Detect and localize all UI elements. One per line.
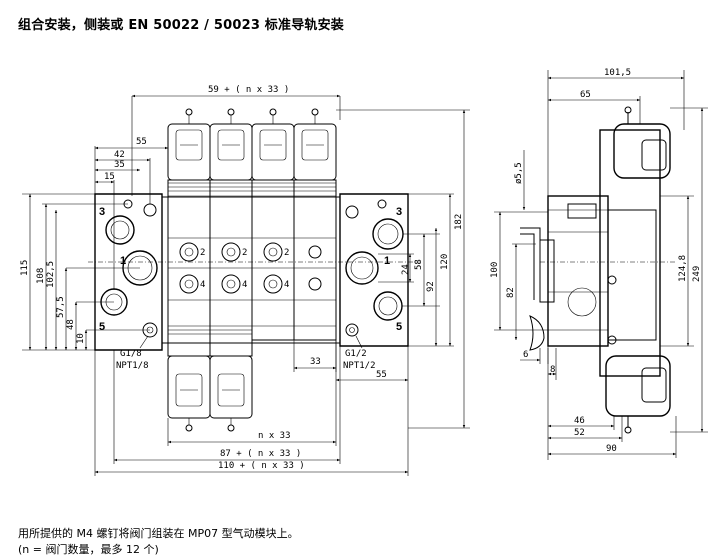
right-port-1: 1	[384, 255, 390, 267]
front-view: 2 4 2 4 2 4 3 1 5 G1/8 NPT1/8	[20, 85, 470, 476]
dim-249: 249	[692, 266, 702, 282]
dim-102-5: 102,5	[46, 261, 56, 288]
dim-35: 35	[114, 160, 125, 170]
dim-115: 115	[20, 260, 30, 276]
dim-diameter-5-5: ø5,5	[514, 162, 524, 184]
valve-port-label-4: 4	[242, 280, 247, 290]
valve-port-label-1: 2	[200, 248, 205, 258]
dim-nx33: n x 33	[258, 431, 291, 441]
dim-100: 100	[490, 262, 500, 278]
dim-top-width: 59 + ( n x 33 )	[208, 85, 289, 95]
bottom-solenoids	[167, 355, 253, 432]
footnote-line-1: 用所提供的 M4 螺钉将阀门组装在 MP07 型气动模块上。	[18, 527, 299, 540]
dim-65: 65	[580, 90, 591, 100]
right-port-5: 5	[396, 321, 402, 333]
dim-182: 182	[454, 214, 464, 230]
dim-108: 108	[36, 268, 46, 284]
manifold-body	[161, 196, 341, 344]
dim-15: 15	[104, 172, 115, 182]
dim-57-5: 57,5	[56, 296, 66, 318]
dim-48: 48	[66, 319, 76, 330]
dim-6: 6	[523, 350, 528, 360]
page-title: 组合安装，侧装或 EN 50022 / 50023 标准导轨安装	[18, 18, 344, 33]
right-port-3: 3	[396, 206, 402, 218]
manifold-outline	[94, 193, 163, 351]
dim-90: 90	[606, 444, 617, 454]
dim-82: 82	[506, 287, 516, 298]
left-port-3: 3	[99, 206, 105, 218]
top-solenoids	[167, 108, 337, 181]
left-port-1: 1	[120, 255, 126, 267]
dim-55-top: 55	[136, 137, 147, 147]
valve-port-label-6: 4	[284, 280, 289, 290]
dim-120: 120	[440, 254, 450, 270]
valve-port-label-5: 2	[284, 248, 289, 258]
valve-port-label-2: 4	[200, 280, 205, 290]
left-npt-label: NPT1/8	[116, 361, 149, 371]
dim-33: 33	[310, 357, 321, 367]
valve-port-fittings	[179, 242, 322, 294]
side-body	[599, 129, 661, 377]
left-port-5: 5	[99, 321, 105, 333]
dim-10: 10	[76, 333, 86, 344]
left-plate-ports	[100, 199, 158, 338]
valve-columns	[167, 179, 337, 357]
valve-port-label-3: 2	[242, 248, 247, 258]
dim-58: 58	[414, 259, 424, 270]
right-plate-ports	[345, 199, 404, 337]
dim-87: 87 + ( n x 33 )	[220, 449, 301, 459]
dim-101-5: 101,5	[604, 68, 631, 78]
dim-124-8: 124,8	[678, 255, 688, 282]
dim-46: 46	[574, 416, 585, 426]
right-npt-label: NPT1/2	[343, 361, 376, 371]
dim-24: 24	[401, 264, 411, 275]
dim-92: 92	[426, 281, 436, 292]
dim-8: 8	[550, 365, 555, 375]
right-thread-label: G1/2	[345, 349, 367, 359]
dim-52: 52	[574, 428, 585, 438]
left-thread-label: G1/8	[120, 349, 142, 359]
side-view: 101,5 65 ø5,5 100 82 124,8 249 6 8 46	[490, 68, 708, 460]
footnote-line-2: (n = 阀门数量，最多 12 个)	[18, 543, 159, 556]
dim-110: 110 + ( n x 33 )	[218, 461, 305, 471]
dim-55-bottom: 55	[376, 370, 387, 380]
dim-42: 42	[114, 150, 125, 160]
